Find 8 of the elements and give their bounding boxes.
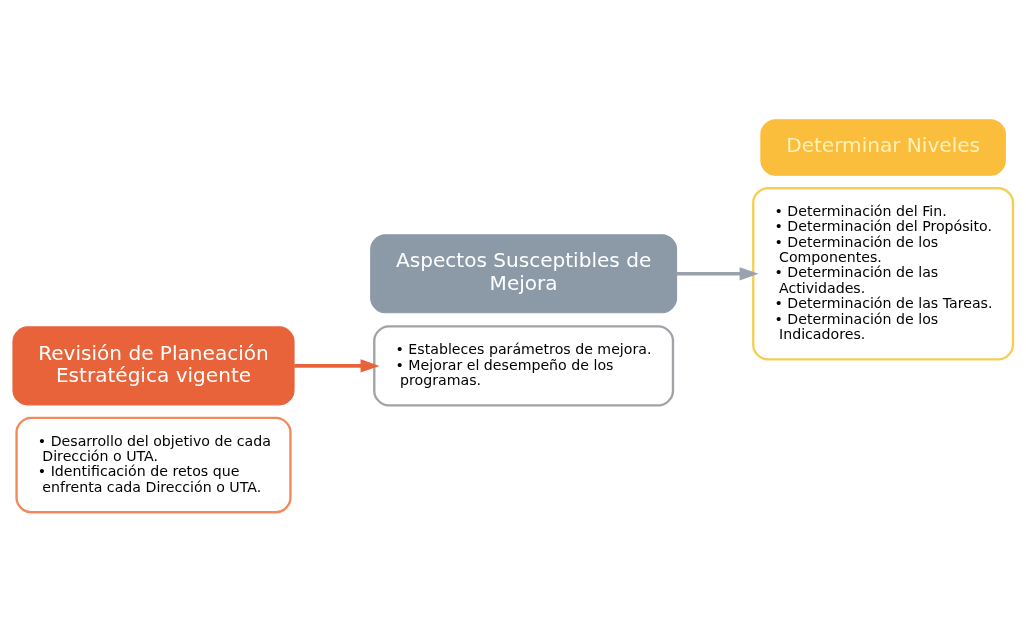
arrow — [676, 267, 759, 281]
node-box: Determinar Niveles — [760, 119, 1006, 176]
node-box: • Desarrollo del objetivo de cada Dirección o UTA. • Identificación de retos que enfrenta cada Dirección o UTA. — [15, 416, 292, 514]
node-box: • Estableces parámetros de mejora. • Mejorar el desempeño de los programas. — [373, 325, 675, 407]
node-box: Revisión de Planeación Estratégica vigente — [12, 326, 295, 406]
node-box: Aspectos Susceptibles de Mejora — [370, 234, 678, 314]
node-box: • Determinación del Fin. • Determinación del Propósito. • Determinación de los Componentes. • Determinación de las Actividades. • Determinación de las Tareas. • Determinación de los Indicadores. — [752, 187, 1015, 361]
arrow — [294, 359, 380, 373]
